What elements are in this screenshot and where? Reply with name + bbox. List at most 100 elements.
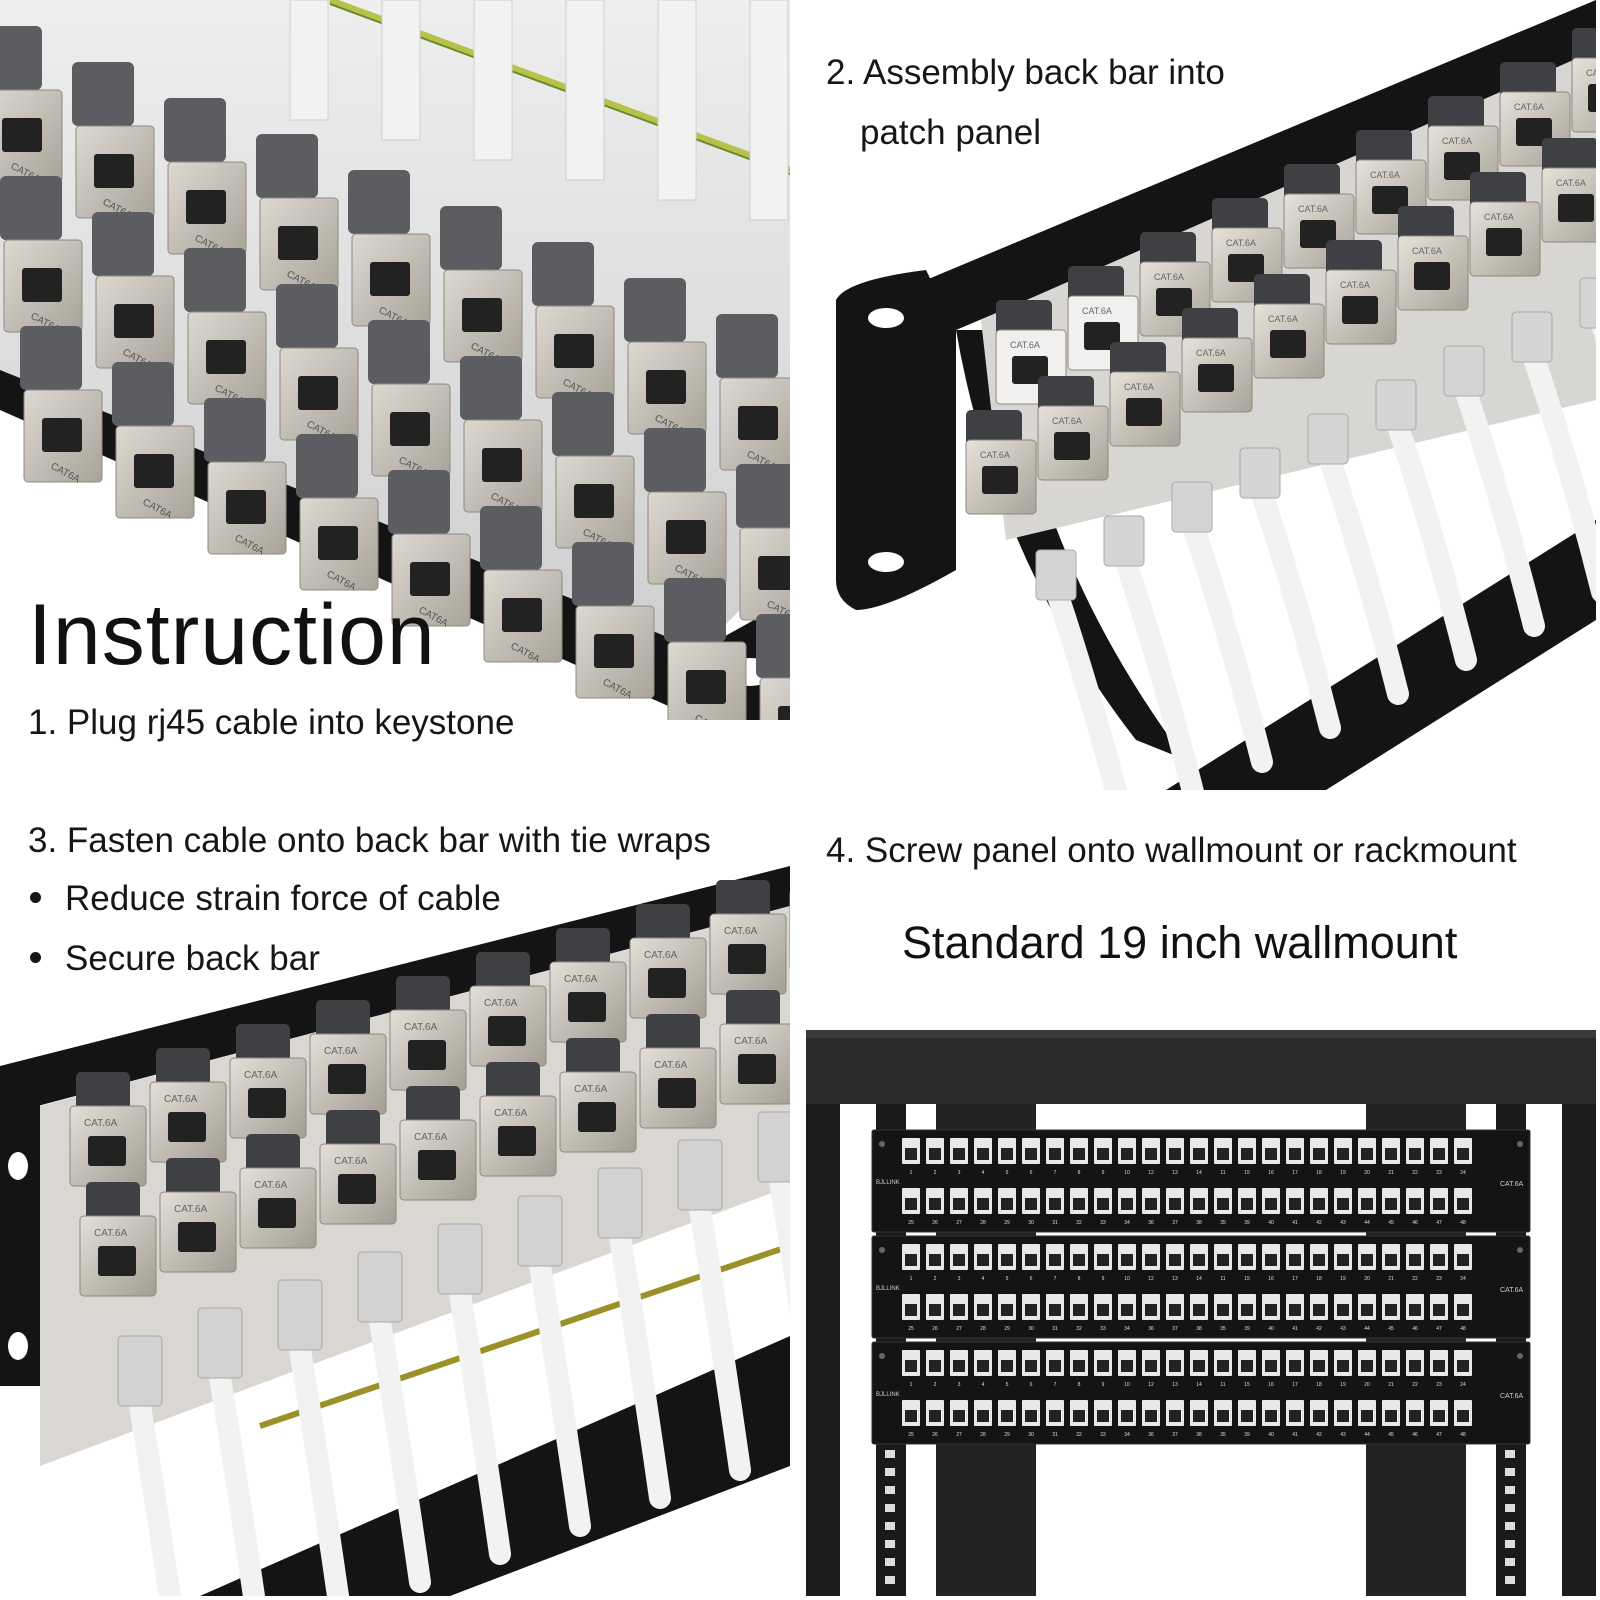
patch-port: 17: [1286, 1244, 1304, 1282]
patch-port: 3: [950, 1138, 968, 1176]
panel-brand: BJLLINK: [876, 1286, 900, 1292]
port-number: 22: [1412, 1382, 1418, 1388]
patch-port: 4: [974, 1138, 992, 1176]
patch-port: 27: [950, 1188, 968, 1226]
keystone-jack: CAT.6A: [1541, 138, 1596, 243]
patch-port: 20: [1358, 1138, 1376, 1176]
panel-step-4: 4. Screw panel onto wallmount or rackmou…: [806, 806, 1596, 1596]
keystone-jack: CAT.6A: [469, 952, 547, 1067]
keystone-label: CAT.6A: [734, 1036, 767, 1047]
keystone-label: CAT.6A: [404, 1022, 437, 1033]
port-number: 19: [1340, 1276, 1346, 1282]
keystone-label: CAT.6A: [1052, 416, 1082, 426]
patch-port: 7: [1046, 1244, 1064, 1282]
port-number: 48: [1460, 1432, 1466, 1438]
patch-port: 24: [1454, 1350, 1472, 1388]
keystone-label: CAT.6A: [644, 950, 677, 961]
patch-port: 10: [1118, 1138, 1136, 1176]
patch-port: 30: [1022, 1400, 1040, 1438]
patch-port: 10: [1118, 1350, 1136, 1388]
ethernet-cable: [1317, 443, 1409, 705]
patch-port: 30: [1022, 1188, 1040, 1226]
bullet-reduce-strain: Reduce strain force of cable: [30, 878, 501, 920]
port-number: 48: [1460, 1326, 1466, 1332]
port-number: 4: [982, 1276, 985, 1282]
port-number: 16: [1268, 1382, 1274, 1388]
patch-port: 24: [1454, 1244, 1472, 1282]
port-number: 8: [1078, 1382, 1081, 1388]
patch-port: 44: [1358, 1400, 1376, 1438]
ethernet-cable: [1521, 341, 1596, 602]
wallmount-subheading: Standard 19 inch wallmount: [902, 917, 1458, 968]
port-number: 31: [1052, 1326, 1058, 1332]
patch-port: 2: [926, 1244, 944, 1282]
keystone-label: CAT.6A: [494, 1108, 527, 1119]
keystone-jack: CAT6A: [296, 434, 379, 594]
keystone-jack: CAT.6A: [229, 1024, 307, 1139]
patch-port: 5: [998, 1350, 1016, 1388]
ethernet-cable: [449, 1283, 511, 1565]
port-number: 22: [1412, 1170, 1418, 1176]
patch-port: 5: [998, 1244, 1016, 1282]
port-number: 3: [958, 1170, 961, 1176]
keystone-jack: CAT.6A: [1253, 274, 1325, 379]
keystone-jack: CAT.6A: [559, 1038, 637, 1153]
port-number: 13: [1172, 1170, 1178, 1176]
port-number: 47: [1436, 1432, 1442, 1438]
panel-cat-label: CAT.6A: [1500, 1287, 1524, 1294]
bullet-text: Secure back bar: [65, 939, 320, 978]
port-number: 11: [1220, 1276, 1225, 1282]
keystone-label: CAT.6A: [1484, 212, 1514, 222]
port-number: 46: [1412, 1326, 1418, 1332]
ethernet-cable: [1113, 545, 1204, 790]
port-number: 21: [1388, 1382, 1394, 1388]
port-number: 35: [1220, 1432, 1226, 1438]
keystone-label: CAT.6A: [244, 1070, 277, 1081]
rail-hole: [1505, 1468, 1515, 1476]
patch-port: 25: [902, 1188, 920, 1226]
ethernet-cable: [1453, 375, 1545, 637]
port-number: 42: [1316, 1326, 1322, 1332]
port-number: 7: [1054, 1382, 1057, 1388]
port-number: 42: [1316, 1432, 1322, 1438]
panel-brand: BJLLINK: [876, 1392, 900, 1398]
ethernet-cable: [289, 0, 329, 121]
keystone-label: CAT.6A: [1370, 170, 1400, 180]
port-number: 23: [1436, 1170, 1442, 1176]
rj45-plug: [1103, 515, 1145, 567]
port-number: 33: [1100, 1326, 1106, 1332]
patch-port: 18: [1310, 1350, 1328, 1388]
step-2-text-line1: 2. Assembly back bar into: [826, 53, 1225, 92]
patch-port: 22: [1406, 1244, 1424, 1282]
port-number: 43: [1340, 1220, 1346, 1226]
port-number: 39: [1244, 1326, 1250, 1332]
port-number: 23: [1436, 1276, 1442, 1282]
rj45-plug: [1579, 277, 1596, 329]
patch-port: 41: [1286, 1294, 1304, 1332]
bullet-text: Reduce strain force of cable: [65, 879, 501, 918]
patch-port: 26: [926, 1188, 944, 1226]
port-number: 20: [1364, 1382, 1370, 1388]
patch-port: 20: [1358, 1350, 1376, 1388]
keystone-jack: CAT.6A: [719, 990, 790, 1105]
port-number: 38: [1196, 1326, 1202, 1332]
patch-port: 33: [1094, 1188, 1112, 1226]
keystone-label: CAT.6A: [1124, 382, 1154, 392]
keystone-jack: CAT.6A: [79, 1182, 157, 1297]
patch-port: 42: [1310, 1294, 1328, 1332]
port-number: 20: [1364, 1170, 1370, 1176]
keystone-jack: CAT6A: [276, 284, 359, 444]
patch-port: 6: [1022, 1244, 1040, 1282]
panel-brand: BJLLINK: [876, 1180, 900, 1186]
port-number: 3: [958, 1276, 961, 1282]
port-number: 1: [910, 1382, 913, 1388]
port-number: 17: [1292, 1382, 1298, 1388]
port-number: 17: [1292, 1170, 1298, 1176]
port-number: 25: [908, 1326, 914, 1332]
patch-port: 35: [1214, 1400, 1232, 1438]
patch-port: 4: [974, 1350, 992, 1388]
rj45-plug: [1511, 311, 1553, 363]
port-number: 47: [1436, 1220, 1442, 1226]
keystone-jack: CAT6A: [72, 62, 155, 222]
